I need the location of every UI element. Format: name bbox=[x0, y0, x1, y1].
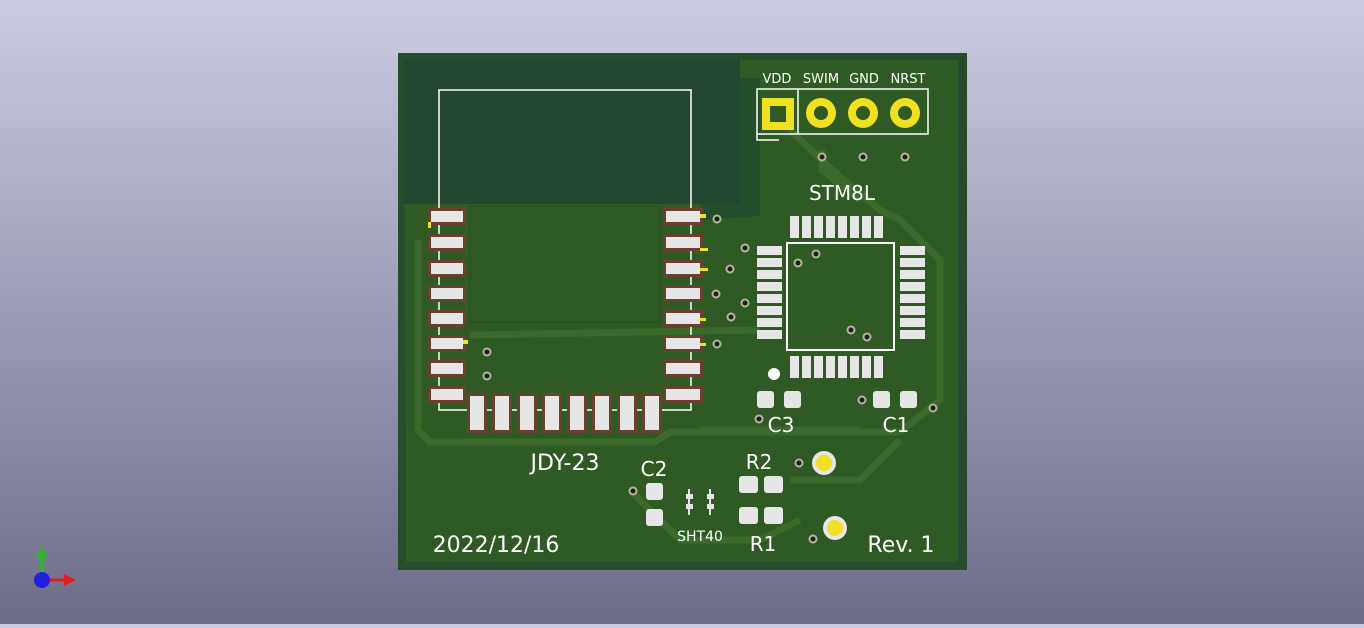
module-left-pads bbox=[428, 208, 466, 403]
pin-label-swim: SWIM bbox=[803, 72, 839, 87]
cap-c1 bbox=[873, 391, 917, 408]
header-pin-labels: VDD SWIM GND NRST bbox=[763, 72, 926, 87]
sensor-label: SHT40 bbox=[677, 529, 723, 545]
cap-c2 bbox=[646, 483, 663, 526]
module-shield-bottom bbox=[498, 340, 660, 390]
c2-label: C2 bbox=[641, 457, 668, 481]
header-outline bbox=[756, 88, 929, 135]
module-label: JDY-23 bbox=[529, 451, 600, 476]
res-r2 bbox=[739, 476, 783, 493]
pad-stubs bbox=[428, 214, 708, 346]
copper-traces bbox=[414, 127, 944, 544]
res-r1 bbox=[739, 507, 783, 524]
test-points bbox=[812, 451, 847, 540]
header-pads bbox=[762, 98, 920, 130]
revision-label: Rev. 1 bbox=[867, 533, 934, 558]
r1-label: R1 bbox=[750, 532, 777, 556]
axis-indicator bbox=[34, 547, 76, 588]
mcu-label: STM8L bbox=[809, 181, 876, 205]
pin-label-vdd: VDD bbox=[763, 72, 792, 87]
pin-label-gnd: GND bbox=[849, 72, 879, 87]
antenna-keepout bbox=[404, 60, 740, 204]
pin-label-nrst: NRST bbox=[891, 72, 926, 87]
cap-c3 bbox=[757, 391, 801, 408]
vias bbox=[482, 152, 938, 544]
mcu-package bbox=[757, 216, 925, 380]
c3-label: C3 bbox=[768, 413, 795, 437]
sensor-sht40 bbox=[686, 489, 714, 515]
module-right-pads bbox=[663, 208, 703, 403]
date-label: 2022/12/16 bbox=[433, 533, 560, 558]
r2-label: R2 bbox=[746, 450, 773, 474]
module-bottom-pads bbox=[467, 393, 662, 433]
module-shield-top bbox=[469, 205, 661, 323]
c1-label: C1 bbox=[883, 413, 910, 437]
